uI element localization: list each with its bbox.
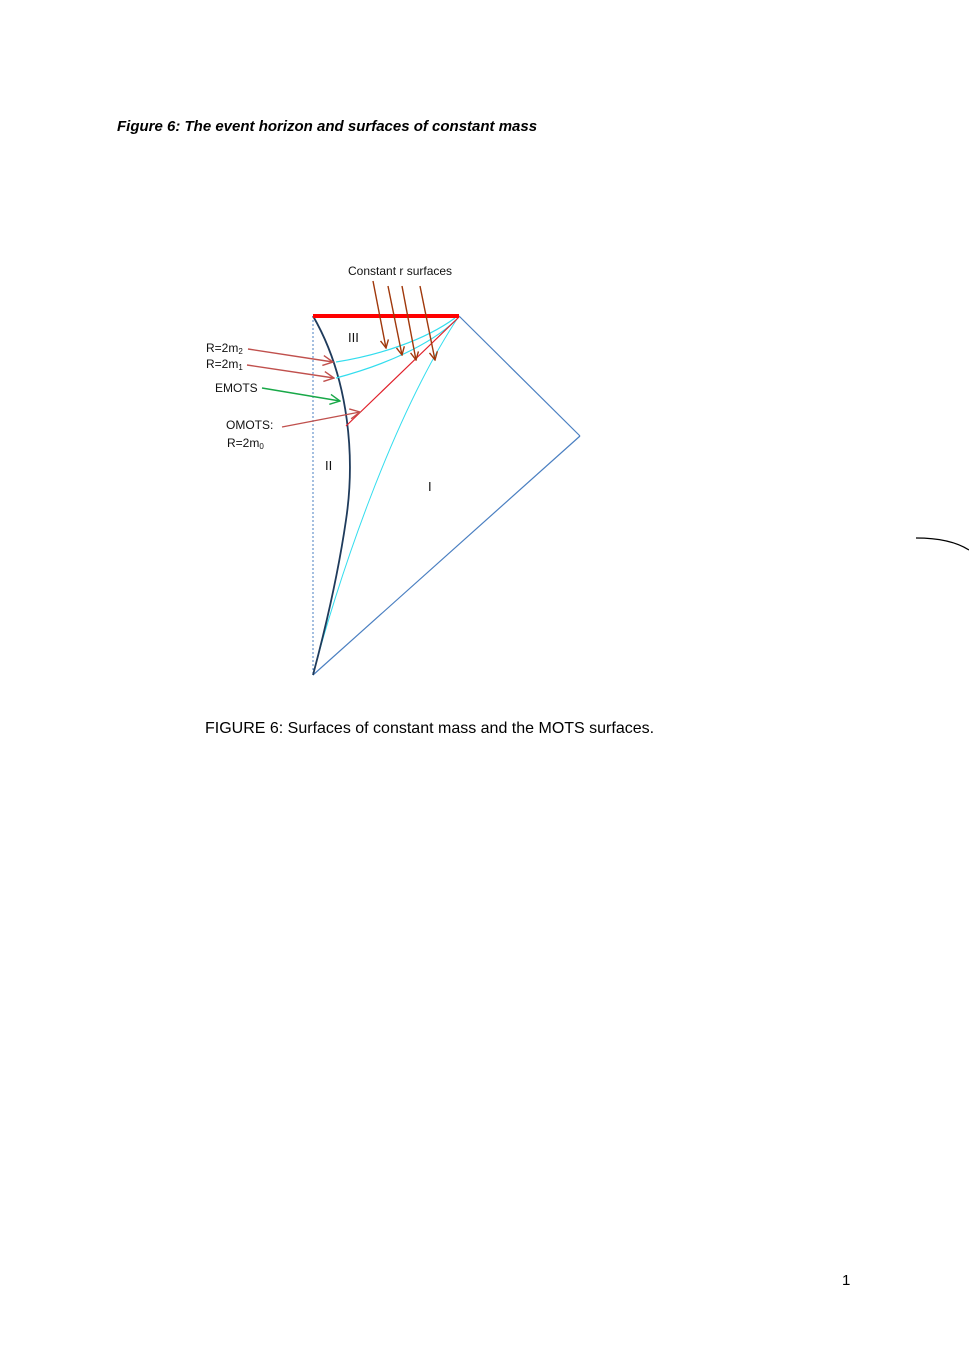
constant-r-arrow-2 [387,285,402,355]
emots-label: EMOTS [215,381,258,395]
event-horizon-curve [312,315,460,676]
r1-arrow [246,364,334,378]
emots-arrow [261,387,340,401]
future-null-infinity [458,315,581,437]
r1-label-sub: 1 [238,363,243,372]
page-number: 1 [842,1272,851,1289]
r0-label-base: R=2m [227,436,260,450]
r2-arrow [247,348,333,362]
r0-label-sub: 0 [259,442,264,451]
constant-r-arrow-1 [372,280,386,348]
r0-label: R=2m0 [227,436,264,451]
r2-label-sub: 2 [238,347,243,356]
region-2-label: II [325,458,333,473]
margin-curve-fragment [915,537,969,551]
constant-r-arrow-4 [419,285,435,360]
region-1-label: I [428,479,432,494]
r2-label-base: R=2m [206,341,239,355]
constant-r-label: Constant r surfaces [348,264,453,278]
r1-label: R=2m1 [206,357,243,372]
figure-heading: Figure 6: The event horizon and surfaces… [117,118,538,135]
figure-caption: FIGURE 6: Surfaces of constant mass and … [205,720,655,737]
omots-arrow [281,412,360,428]
constant-r-arrow-3 [401,285,416,360]
past-null-infinity [312,435,581,676]
region-3-label: III [348,330,359,345]
mots-curve [312,315,351,676]
omots-label: OMOTS: [226,418,274,432]
r2-label: R=2m2 [206,341,243,356]
omots-line [345,316,460,427]
r1-label-base: R=2m [206,357,239,371]
